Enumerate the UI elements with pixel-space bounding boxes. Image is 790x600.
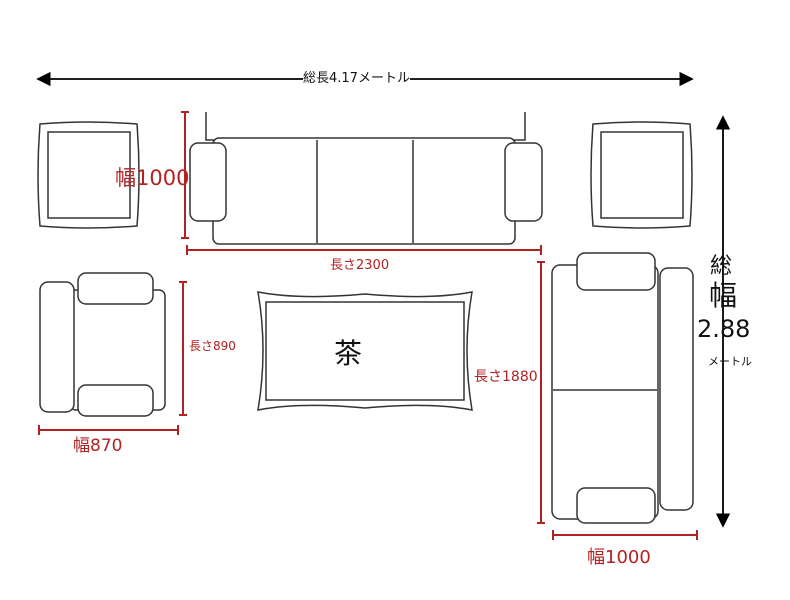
coffee-table (257, 291, 473, 411)
armchair-width-dimension (38, 425, 179, 435)
armchair-length-dimension (179, 281, 187, 416)
total-length-label: 総長4.17メートル (303, 71, 410, 86)
total-width-char1: 総 (710, 254, 733, 279)
armchair-length-label: 長さ890 (189, 339, 236, 353)
sofa-width-dimension (181, 111, 189, 239)
total-width-unit: メートル (708, 355, 752, 368)
side-sofa-width-dimension (552, 530, 698, 540)
sofa-length-dimension (186, 245, 542, 255)
three-seat-sofa (189, 112, 543, 245)
total-width-value: 2.88 (697, 315, 751, 343)
ottoman-right (590, 121, 693, 229)
coffee-table-label: 茶 (334, 337, 363, 370)
total-width-char2: 幅 (709, 279, 738, 312)
side-sofa-width-label: 幅1000 (587, 547, 651, 568)
side-sofa-length-label: 長さ1880 (474, 369, 538, 385)
armchair-width-label: 幅870 (73, 436, 123, 456)
ottoman-left (37, 121, 140, 229)
sofa-length-label: 長さ2300 (330, 258, 390, 273)
sofa-width-label: 幅1000 (115, 166, 190, 190)
side-sofa (551, 252, 694, 524)
armchair (39, 272, 166, 417)
side-sofa-length-dimension (537, 261, 545, 524)
